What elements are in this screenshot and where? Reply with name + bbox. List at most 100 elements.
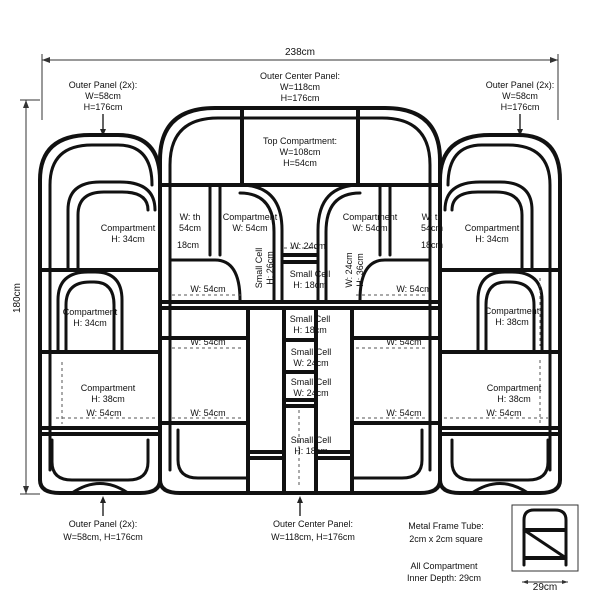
overall-height-label: 180cm [12, 283, 23, 313]
center-w54-d: W: 54cm [396, 284, 431, 294]
svg-text:Compartment: Compartment [63, 307, 118, 317]
svg-text:H=176cm: H=176cm [501, 102, 540, 112]
right-compartment-upper: Compartment H: 34cm [465, 223, 520, 244]
overall-width-dimension: 238cm [41, 47, 559, 120]
svg-text:Compartment: Compartment [343, 212, 398, 222]
center-right-18: 18cm [421, 240, 443, 250]
svg-text:W: th: W: th [180, 212, 201, 222]
svg-text:W: 24cm: W: 24cm [293, 358, 328, 368]
overall-width-label: 238cm [285, 47, 315, 58]
svg-text:H: 34cm: H: 34cm [73, 318, 107, 328]
svg-text:H: 34cm: H: 34cm [475, 234, 509, 244]
left-panel-width-low: W: 54cm [86, 408, 121, 418]
center-w54-a: W: 54cm [190, 284, 225, 294]
center-mid-w24: W: 24cm [290, 241, 325, 251]
svg-text:H=54cm: H=54cm [283, 158, 317, 168]
outer-panel-left-top-label: Outer Panel (2x): W=58cm H=176cm [69, 80, 138, 136]
svg-text:Compartment: Compartment [485, 306, 540, 316]
center-panel [158, 106, 442, 495]
svg-text:Outer Center Panel:: Outer Center Panel: [273, 519, 353, 529]
small-cell-4: Small Cell W: 24cm [291, 377, 332, 398]
outer-center-top-label: Outer Center Panel: W=118cm H=176cm [260, 71, 340, 103]
svg-text:Compartment: Compartment [465, 223, 520, 233]
svg-text:H=176cm: H=176cm [84, 102, 123, 112]
center-w54-f: W: 54cm [386, 408, 421, 418]
svg-text:Small Cell: Small Cell [291, 435, 332, 445]
svg-text:Small Cell: Small Cell [290, 314, 331, 324]
svg-text:W=118cm: W=118cm [280, 82, 320, 92]
right-panel-width-low: W: 54cm [486, 408, 521, 418]
right-compartment-mid: Compartment H: 38cm [485, 306, 540, 327]
svg-text:H: 38cm: H: 38cm [497, 394, 531, 404]
frame-tube-label: Metal Frame Tube: 2cm x 2cm square [408, 521, 484, 544]
svg-text:Small Cell: Small Cell [290, 269, 331, 279]
svg-text:H: 18cm: H: 18cm [293, 280, 327, 290]
svg-text:All Compartment: All Compartment [410, 561, 478, 571]
svg-text:W: 24cm: W: 24cm [344, 252, 354, 287]
svg-text:W: th: W: th [422, 212, 443, 222]
center-left-compartment: Compartment W: 54cm [223, 212, 278, 233]
center-w54-b: W: 54cm [190, 337, 225, 347]
right-compartment-low: Compartment H: 38cm [487, 383, 542, 404]
svg-text:Metal Frame Tube:: Metal Frame Tube: [408, 521, 484, 531]
small-cell-5: Small Cell H: 18cm [291, 435, 332, 456]
svg-text:W=58cm: W=58cm [85, 91, 121, 101]
top-compartment-label: Top Compartment: W=108cm H=54cm [263, 136, 337, 168]
svg-text:Compartment: Compartment [223, 212, 278, 222]
svg-text:Outer Panel (2x):: Outer Panel (2x): [69, 519, 138, 529]
side-view-inset: 29cm [511, 504, 579, 593]
svg-text:W: 54cm: W: 54cm [232, 223, 267, 233]
svg-text:2cm x 2cm square: 2cm x 2cm square [409, 534, 483, 544]
svg-text:H: 26cm: H: 26cm [265, 251, 275, 285]
small-cell-1: Small Cell H: 18cm [290, 269, 331, 290]
left-compartment-upper: Compartment H: 34cm [101, 223, 156, 244]
svg-text:Small Cell: Small Cell [291, 377, 332, 387]
center-w54-c: W: 54cm [190, 408, 225, 418]
svg-text:54cm: 54cm [421, 223, 443, 233]
svg-text:W=118cm, H=176cm: W=118cm, H=176cm [271, 532, 355, 542]
overall-height-dimension: 180cm [12, 99, 40, 495]
left-compartment-mid: Compartment H: 34cm [63, 307, 118, 328]
small-cell-3: Small Cell W: 24cm [291, 347, 332, 368]
svg-text:Compartment: Compartment [101, 223, 156, 233]
svg-text:H: 18cm: H: 18cm [293, 325, 327, 335]
svg-text:Outer Panel (2x):: Outer Panel (2x): [69, 80, 138, 90]
svg-text:H: 38cm: H: 38cm [495, 317, 529, 327]
outer-panel-left-bottom-label: Outer Panel (2x): W=58cm, H=176cm [63, 496, 143, 542]
left-compartment-low: Compartment H: 38cm [81, 383, 136, 404]
svg-text:H: 36cm: H: 36cm [355, 253, 365, 287]
svg-text:W=108cm: W=108cm [280, 147, 321, 157]
small-cell-vertical-label: Small Cell H: 26cm [254, 248, 275, 289]
svg-text:H: 18cm: H: 18cm [294, 446, 328, 456]
svg-text:H=176cm: H=176cm [281, 93, 320, 103]
svg-text:Outer Center Panel:: Outer Center Panel: [260, 71, 340, 81]
svg-text:Small Cell: Small Cell [254, 248, 264, 289]
svg-text:Outer Panel (2x):: Outer Panel (2x): [486, 80, 555, 90]
center-right-compartment: Compartment W: 54cm [343, 212, 398, 233]
svg-text:W=58cm, H=176cm: W=58cm, H=176cm [63, 532, 143, 542]
center-left-th: W: th 54cm [179, 212, 201, 233]
svg-text:Compartment: Compartment [487, 383, 542, 393]
depth-width-label: 29cm [533, 582, 557, 593]
svg-text:54cm: 54cm [179, 223, 201, 233]
svg-text:Compartment: Compartment [81, 383, 136, 393]
svg-text:W: 24cm: W: 24cm [293, 388, 328, 398]
center-w54-e: W: 54cm [386, 337, 421, 347]
center-left-18: 18cm [177, 240, 199, 250]
center-right-vertical-label: W: 24cm H: 36cm [344, 252, 365, 287]
svg-text:H: 34cm: H: 34cm [111, 234, 145, 244]
svg-text:H: 38cm: H: 38cm [91, 394, 125, 404]
svg-text:Small Cell: Small Cell [291, 347, 332, 357]
svg-text:Inner Depth: 29cm: Inner Depth: 29cm [407, 573, 481, 583]
internal-dimension-lines [56, 247, 548, 486]
svg-text:W: 54cm: W: 54cm [352, 223, 387, 233]
outer-center-bottom-label: Outer Center Panel: W=118cm, H=176cm [271, 496, 355, 542]
svg-text:W=58cm: W=58cm [502, 91, 538, 101]
svg-text:Top Compartment:: Top Compartment: [263, 136, 337, 146]
outer-panel-right-top-label: Outer Panel (2x): W=58cm H=176cm [486, 80, 555, 136]
small-cell-2: Small Cell H: 18cm [290, 314, 331, 335]
center-right-th: W: th 54cm [421, 212, 443, 233]
right-outer-panel [438, 133, 562, 495]
depth-label: All Compartment Inner Depth: 29cm [407, 561, 481, 583]
